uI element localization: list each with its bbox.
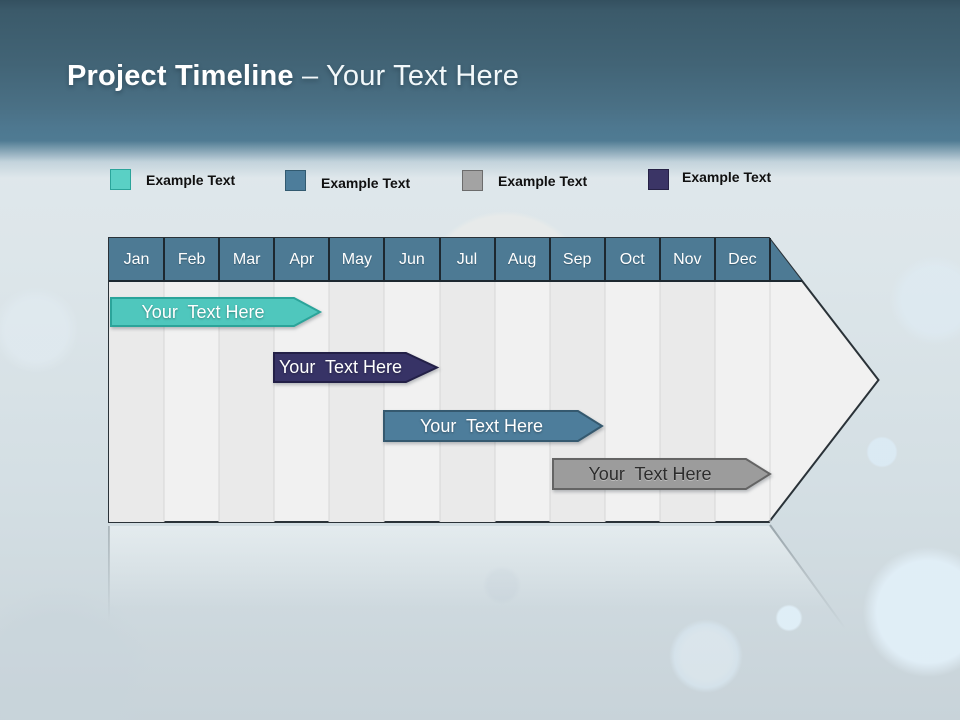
page-title-subtitle: – Your Text Here [301, 60, 520, 92]
title-band [0, 0, 960, 178]
legend-item-gray[interactable]: Example Text [462, 170, 587, 191]
legend-swatch-gray [462, 170, 483, 191]
gantt-bar-label: Your Text Here [141, 301, 265, 322]
arrow-bar-shape [552, 458, 772, 490]
legend-label: Example Text [146, 171, 236, 188]
arrow-bar-shape [273, 352, 440, 383]
month-cell: Dec [728, 250, 757, 268]
page-title[interactable]: Project Timeline – Your Text Here [67, 60, 519, 93]
timeline-chart[interactable]: Jan Feb Mar Apr May Jun Jul Aug Sep Oct … [108, 236, 880, 524]
month-header-row: Jan Feb Mar Apr May Jun Jul Aug Sep Oct … [109, 238, 770, 281]
gantt-bar-label: Your Text Here [278, 357, 403, 377]
month-cell: Apr [289, 250, 315, 268]
gantt-bar-navy[interactable]: Your Text Here [273, 352, 440, 383]
gantt-bar-teal[interactable]: Your Text Here [110, 297, 323, 327]
timeline-reflection [109, 526, 840, 618]
month-cell: Sep [562, 250, 592, 268]
reflection-left-line [108, 526, 110, 621]
arrow-bar-shape [110, 297, 323, 327]
legend-label: Example Text [321, 174, 411, 191]
month-cell: Jan [123, 250, 150, 268]
page-title-bold: Project Timeline [67, 60, 302, 92]
gantt-bar-gray[interactable]: Your Text Here [552, 458, 772, 490]
gantt-bar-blue[interactable]: Your Text Here [383, 410, 604, 442]
legend-item-blue[interactable]: Example Text [285, 170, 410, 191]
legend-swatch-blue [285, 170, 306, 191]
month-cell: Feb [177, 250, 206, 268]
month-cell: Nov [673, 250, 702, 268]
month-cell: May [341, 250, 372, 268]
month-cell: Oct [619, 250, 645, 268]
legend-item-navy[interactable]: Example Text [648, 169, 771, 190]
legend-swatch-navy [648, 169, 669, 190]
month-cell: Jul [456, 250, 478, 268]
legend-swatch-teal [110, 169, 131, 190]
legend-label: Example Text [498, 172, 588, 189]
month-cell: Jun [399, 250, 425, 268]
legend-label: Example Text [682, 168, 772, 185]
arrow-bar-shape [383, 410, 604, 442]
month-cell: Aug [507, 250, 537, 268]
gantt-bar-label: Your Text Here [419, 415, 544, 436]
month-cell: Mar [232, 250, 261, 268]
timeline-arrow-shape [108, 237, 880, 523]
gantt-bar-label: Your Text Here [588, 463, 712, 484]
legend-item-teal[interactable]: Example Text [110, 169, 235, 190]
